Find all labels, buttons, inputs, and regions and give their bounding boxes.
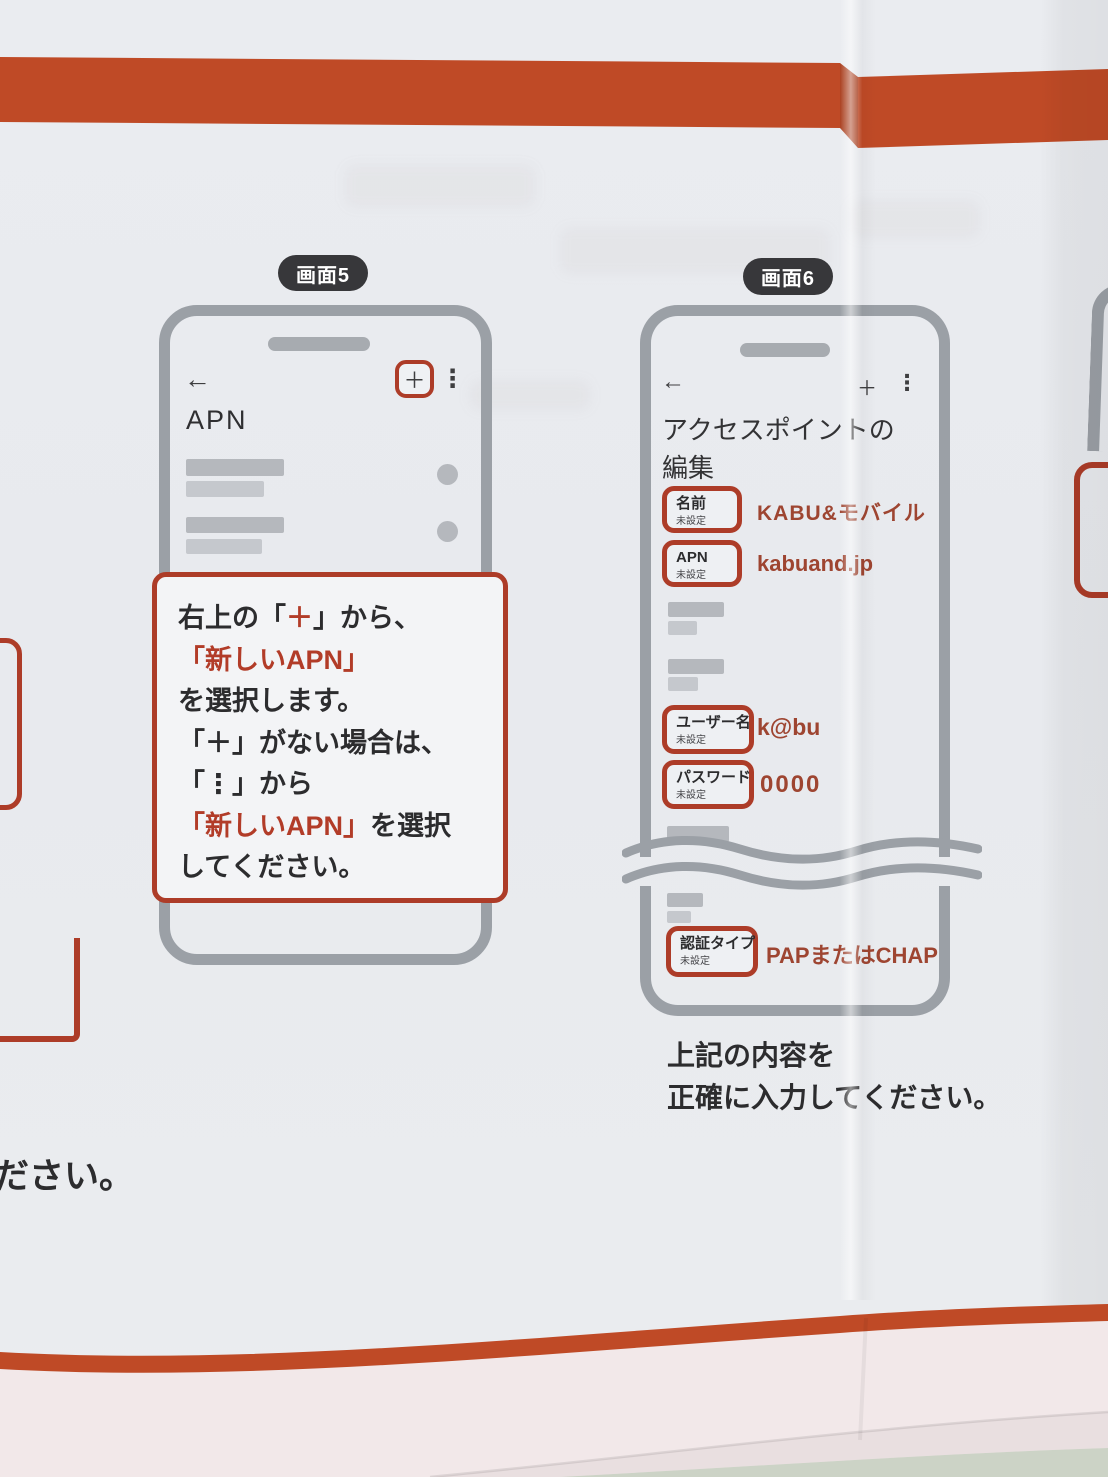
center-fold-crease	[840, 0, 876, 1300]
field-label: パスワード	[676, 769, 752, 786]
partial-field-box-right	[1074, 462, 1108, 598]
field-status: 未設定	[676, 516, 706, 527]
pink-fold-band	[0, 1321, 1108, 1477]
screen-break-waves	[622, 835, 982, 890]
callout-line: 「＋」がない場合は、	[178, 727, 448, 758]
placeholder-bar	[668, 659, 724, 674]
back-arrow-icon: ←	[184, 364, 211, 394]
field-label: 認証タイプ	[680, 935, 756, 952]
callout-line: を選択します。	[178, 686, 365, 716]
placeholder-bar	[668, 621, 697, 635]
partial-callout-left	[0, 638, 22, 810]
show-through-smudge	[345, 165, 535, 207]
wave-line	[622, 835, 982, 864]
overflow-menu-icon: ⋮	[440, 365, 465, 393]
wave-line	[622, 861, 982, 890]
top-red-banner	[0, 57, 1108, 148]
field-label-box-name: 名前 未設定	[662, 486, 742, 533]
back-arrow-icon: ←	[661, 368, 685, 395]
entry-note-line: 上記の内容を	[667, 1040, 836, 1071]
callout-line: 「⋮」から	[178, 769, 313, 799]
bottom-red-stripe	[0, 1304, 1108, 1373]
callout-line: 「新しいAPN」	[178, 644, 371, 675]
edit-ap-title: 編集	[662, 453, 715, 483]
apn-screen-title: APN	[186, 405, 248, 435]
placeholder-bar	[186, 481, 264, 497]
callout-text: 右上の「＋」から、 「新しいAPN」 を選択します。 「＋」がない場合は、 「⋮…	[178, 598, 451, 889]
phone6-frame-bottom	[640, 886, 950, 1016]
partial-callout-corner-left	[0, 938, 80, 1042]
plus-icon: ＋	[403, 368, 426, 393]
field-label-box-username: ユーザー名 未設定	[662, 705, 754, 754]
field-status: 未設定	[680, 956, 710, 967]
callout-line: 右上の「＋」から、	[178, 603, 421, 633]
field-status: 未設定	[676, 570, 706, 581]
placeholder-bar	[668, 677, 698, 691]
placeholder-bar	[667, 911, 691, 923]
add-apn-button: ＋	[395, 360, 434, 398]
field-value-username: k@bu	[757, 714, 821, 740]
placeholder-bar	[667, 893, 703, 907]
instruction-callout	[152, 572, 508, 903]
radio-dot	[437, 464, 458, 485]
surface-below-paper	[560, 1448, 1108, 1477]
overflow-menu-icon: ⋮	[896, 370, 918, 395]
placeholder-bar	[186, 517, 284, 533]
field-status: 未設定	[676, 790, 706, 801]
callout-line: 「新しいAPN」を選択	[178, 810, 452, 841]
placeholder-bar	[668, 602, 724, 617]
callout-line: してください。	[178, 852, 366, 882]
field-label: APN	[676, 549, 708, 566]
field-value-password: 0000	[760, 771, 822, 798]
phone5-camera-bar	[268, 337, 370, 351]
screen5-badge: 画面5	[278, 255, 368, 291]
field-label-box-authtype: 認証タイプ 未設定	[666, 926, 758, 977]
bottom-paper-fold	[0, 1304, 1108, 1477]
phone6-frame-top	[640, 305, 950, 857]
bottom-left-cutoff-text: ださい。	[0, 1157, 135, 1196]
screen6-badge: 画面6	[743, 258, 833, 295]
field-label-box-password: パスワード 未設定	[662, 760, 754, 809]
right-edge-shadow	[1040, 0, 1108, 1477]
radio-dot	[437, 521, 458, 542]
placeholder-bar	[186, 459, 284, 476]
placeholder-bar	[186, 539, 262, 554]
field-label: ユーザー名	[676, 714, 751, 731]
field-label: 名前	[676, 495, 707, 512]
field-status: 未設定	[676, 735, 706, 746]
field-label-box-apn: APN 未設定	[662, 540, 742, 587]
entry-note-line: 正確に入力してください。	[667, 1082, 1002, 1113]
phone6-camera-bar	[740, 343, 830, 357]
